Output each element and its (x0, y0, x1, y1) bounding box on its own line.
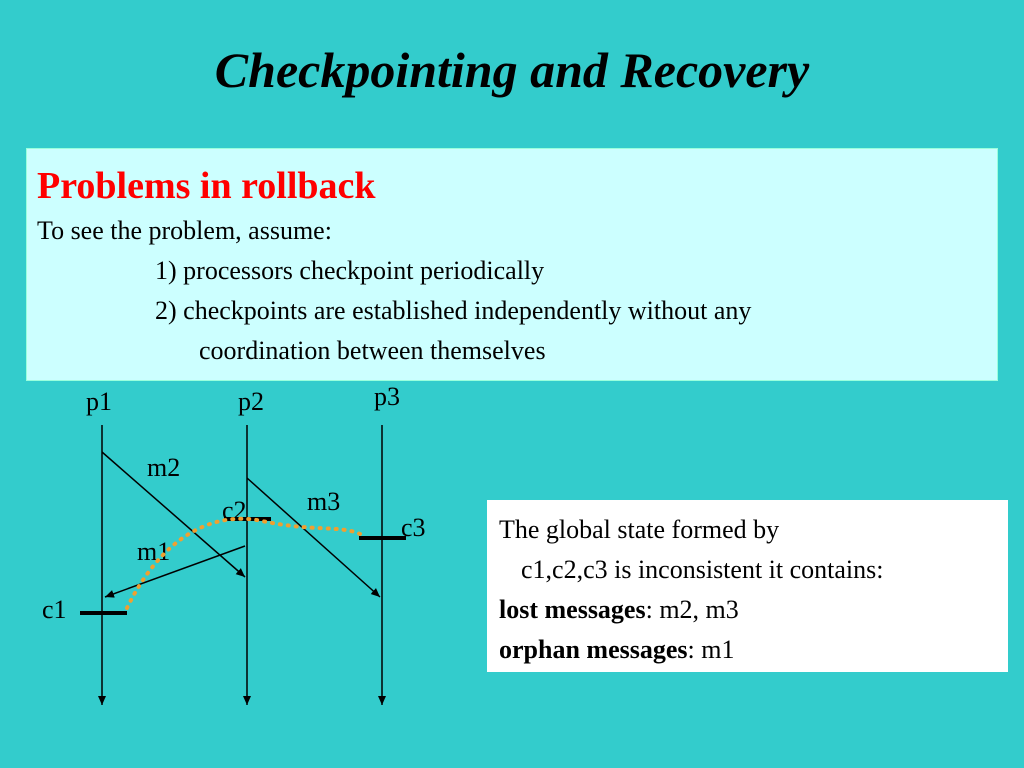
lost-messages-row: lost messages: m2, m3 (499, 590, 996, 630)
m2-arrow (101, 451, 246, 578)
lost-messages-value: : m2, m3 (645, 595, 739, 624)
problems-heading: Problems in rollback (37, 165, 376, 207)
m2-label: m2 (147, 453, 180, 482)
assumption-2-continued: coordination between themselves (199, 336, 546, 365)
p1-label: p1 (86, 387, 112, 416)
p3-label: p3 (374, 382, 400, 411)
recovery-line (125, 516, 362, 610)
summary-line-2: c1,c2,c3 is inconsistent it contains: (521, 555, 884, 584)
orphan-messages-label: orphan messages (499, 635, 688, 664)
summary-line-1: The global state formed by (499, 515, 780, 544)
m3-label: m3 (307, 487, 340, 516)
m3-arrow (246, 477, 381, 598)
m1-arrow (104, 545, 246, 598)
problems-intro: To see the problem, assume: (37, 216, 332, 245)
orphan-messages-value: : m1 (687, 635, 735, 664)
m1-label: m1 (137, 537, 170, 566)
c3-label: c3 (401, 513, 426, 542)
slide-title: Checkpointing and Recovery (214, 42, 810, 98)
c1-label: c1 (42, 595, 67, 624)
p2-label: p2 (238, 387, 264, 416)
assumption-1: 1) processors checkpoint periodically (155, 256, 545, 285)
summary-box: The global state formed by c1,c2,c3 is i… (487, 500, 1008, 672)
orphan-messages-row: orphan messages: m1 (499, 630, 996, 670)
problems-box: Problems in rollback To see the problem,… (26, 148, 998, 381)
assumption-2: 2) checkpoints are established independe… (155, 296, 752, 325)
lost-messages-label: lost messages (499, 595, 646, 624)
